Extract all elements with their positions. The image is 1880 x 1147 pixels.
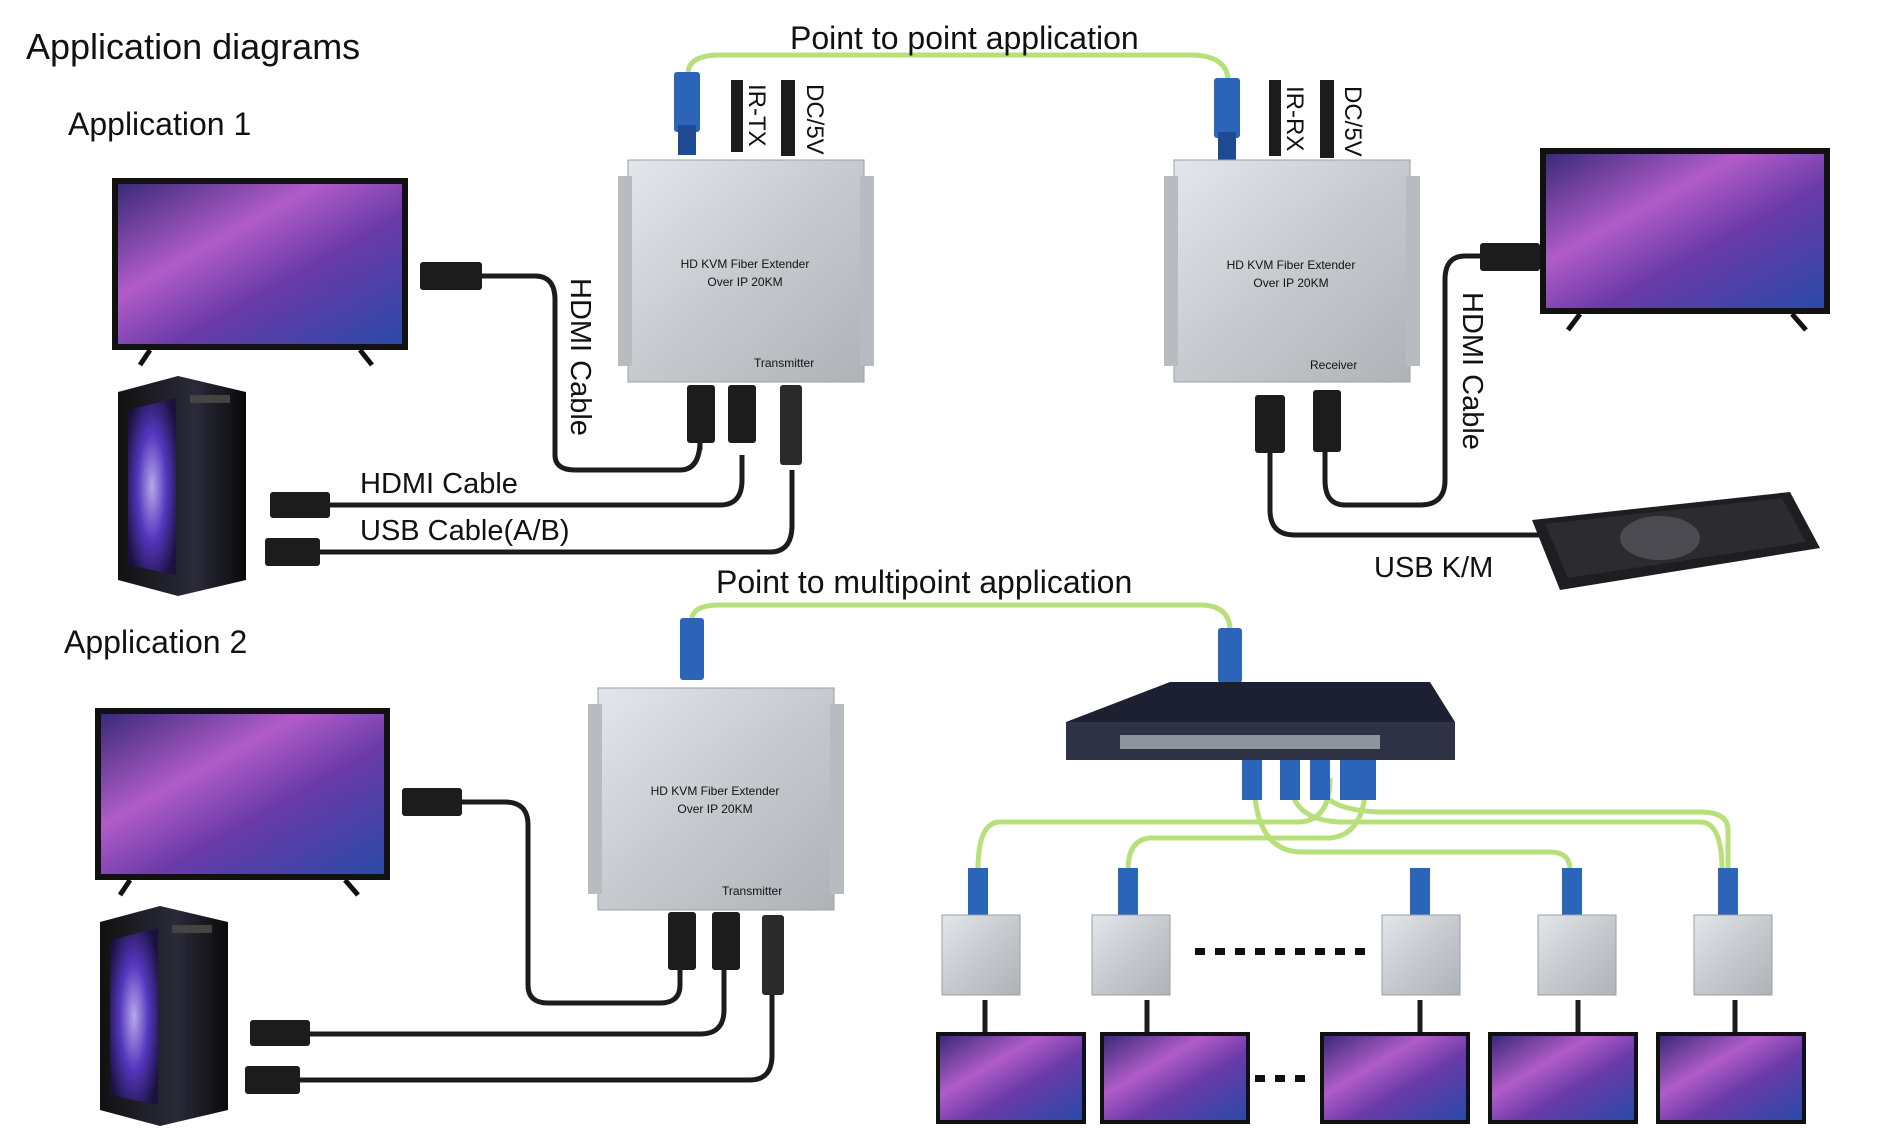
tv-app1-left (112, 178, 408, 367)
tv-monitors (95, 148, 1830, 1124)
hdmi-cable-left-label: HDMI Cable (564, 278, 596, 436)
transmitter-app2-body (588, 687, 844, 911)
tv-app2-left (95, 708, 390, 897)
keyboard-mouse (1532, 492, 1820, 590)
transmitter-app2-line2: Over IP 20KM (677, 802, 753, 816)
receiver-app1-port-ir: IR-RX (1281, 86, 1308, 152)
ellipsis-dots (1195, 948, 1365, 1082)
tv-receivers-row (936, 1032, 1806, 1124)
hdmi-cable-pc-label: HDMI Cable (360, 468, 518, 500)
app2-link-label: Point to multipoint application (716, 564, 1133, 600)
transmitter-app1-line1: HD KVM Fiber Extender (680, 257, 810, 271)
transmitter-app1-port-dc: DC/5V (801, 84, 828, 155)
transmitter-app1-label: HD KVM Fiber Extender Over IP 20KM (660, 255, 830, 291)
transmitter-app1-body (618, 159, 874, 383)
app2-heading: Application 2 (64, 624, 248, 660)
diagram-title: Application diagrams (26, 26, 361, 67)
usb-cable-pc-label: USB Cable(A/B) (360, 515, 570, 547)
transmitter-app1-port-ir: IR-TX (743, 84, 770, 147)
transmitter-app2-line1: HD KVM Fiber Extender (650, 784, 780, 798)
transmitter-app1-line2: Over IP 20KM (707, 275, 783, 289)
pc-towers (100, 376, 246, 1126)
cables (300, 253, 1738, 1083)
app1-link-label: Point to point application (790, 20, 1139, 56)
usb-km-cable (1267, 450, 1540, 538)
receiver-app1-body (1164, 159, 1420, 383)
app1-heading: Application 1 (68, 106, 252, 142)
receiver-app1-port-dc: DC/5V (1339, 86, 1366, 157)
tv-app1-right (1540, 148, 1830, 332)
receiver-app1-label: HD KVM Fiber Extender Over IP 20KM (1206, 256, 1376, 292)
usb-cable-pc (320, 470, 795, 555)
hdmi-cable-tv-right (1322, 253, 1480, 508)
mini-receivers (941, 914, 1773, 996)
fiber-link-point-to-multipoint (689, 602, 1233, 629)
pc-app1 (118, 376, 246, 596)
hdmi-cable-pc (330, 455, 745, 508)
transmitter-app2-label: HD KVM Fiber Extender Over IP 20KM (630, 782, 800, 818)
hdmi-cable-tv-left (482, 273, 703, 473)
fiber-branch-1 (975, 777, 1333, 871)
hdmi-cable-pc-2 (310, 960, 727, 1037)
pc-app2 (100, 906, 228, 1126)
transmitter-app1-role: Transmitter (754, 356, 815, 370)
usb-km-label: USB K/M (1374, 552, 1494, 584)
network-switch (1066, 682, 1455, 760)
hdmi-cable-tv-left-2 (462, 799, 683, 1006)
hdmi-cable-right-label: HDMI Cable (1456, 292, 1488, 450)
fiber-link-point-to-point (685, 52, 1231, 79)
connectors (245, 72, 1738, 1094)
receiver-app1-line2: Over IP 20KM (1253, 276, 1329, 290)
fiber-branch-2 (1125, 777, 1369, 871)
receiver-app1-role: Receiver (1310, 358, 1358, 372)
fiber-branch-3 (1251, 777, 1573, 871)
extender-boxes (588, 159, 1773, 1082)
usb-cable-pc-2 (300, 990, 775, 1083)
transmitter-app2-role: Transmitter (722, 884, 783, 898)
receiver-app1-line1: HD KVM Fiber Extender (1226, 258, 1356, 272)
